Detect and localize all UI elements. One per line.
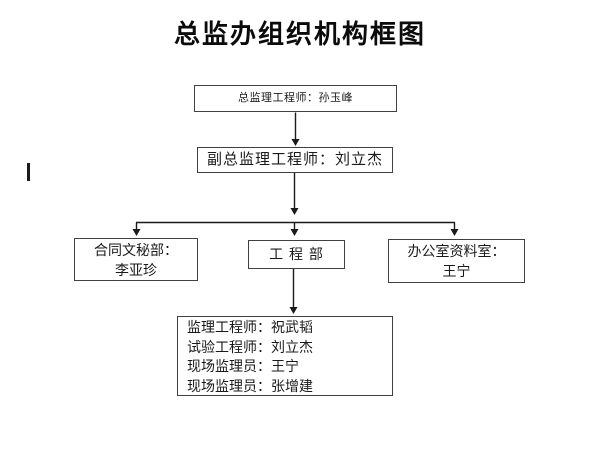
- staff-line: 试验工程师：刘立杰: [187, 338, 313, 355]
- node-office-archive-room: 办公室资料室： 王宁: [388, 239, 525, 283]
- node-contract-secretary-dept-person: 李亚珍: [115, 262, 157, 278]
- node-staff-list: 监理工程师：祝武韬 试验工程师：刘立杰 现场监理员：王宁 现场监理员：张增建: [177, 316, 393, 396]
- node-engineering-dept-label: 工 程 部: [269, 246, 324, 262]
- node-office-archive-room-title: 办公室资料室：: [407, 243, 506, 259]
- node-deputy-chief-engineer: 副总监理工程师：刘立杰: [197, 147, 393, 173]
- page-title: 总监办组织机构框图: [173, 19, 426, 49]
- node-contract-secretary-dept: 合同文秘部： 李亚珍: [74, 238, 198, 281]
- staff-line: 现场监理员：张增建: [187, 377, 313, 394]
- text-cursor: [27, 163, 30, 181]
- staff-line: 现场监理员：王宁: [187, 358, 299, 374]
- node-chief-engineer: 总监理工程师：孙玉峰: [194, 85, 397, 112]
- node-engineering-dept: 工 程 部: [248, 240, 345, 269]
- node-chief-engineer-label: 总监理工程师：孙玉峰: [238, 92, 353, 104]
- node-contract-secretary-dept-title: 合同文秘部：: [94, 242, 178, 258]
- node-office-archive-room-person: 王宁: [442, 263, 471, 279]
- node-deputy-chief-engineer-label: 副总监理工程师：刘立杰: [206, 151, 383, 168]
- staff-line: 监理工程师：祝武韬: [187, 319, 313, 335]
